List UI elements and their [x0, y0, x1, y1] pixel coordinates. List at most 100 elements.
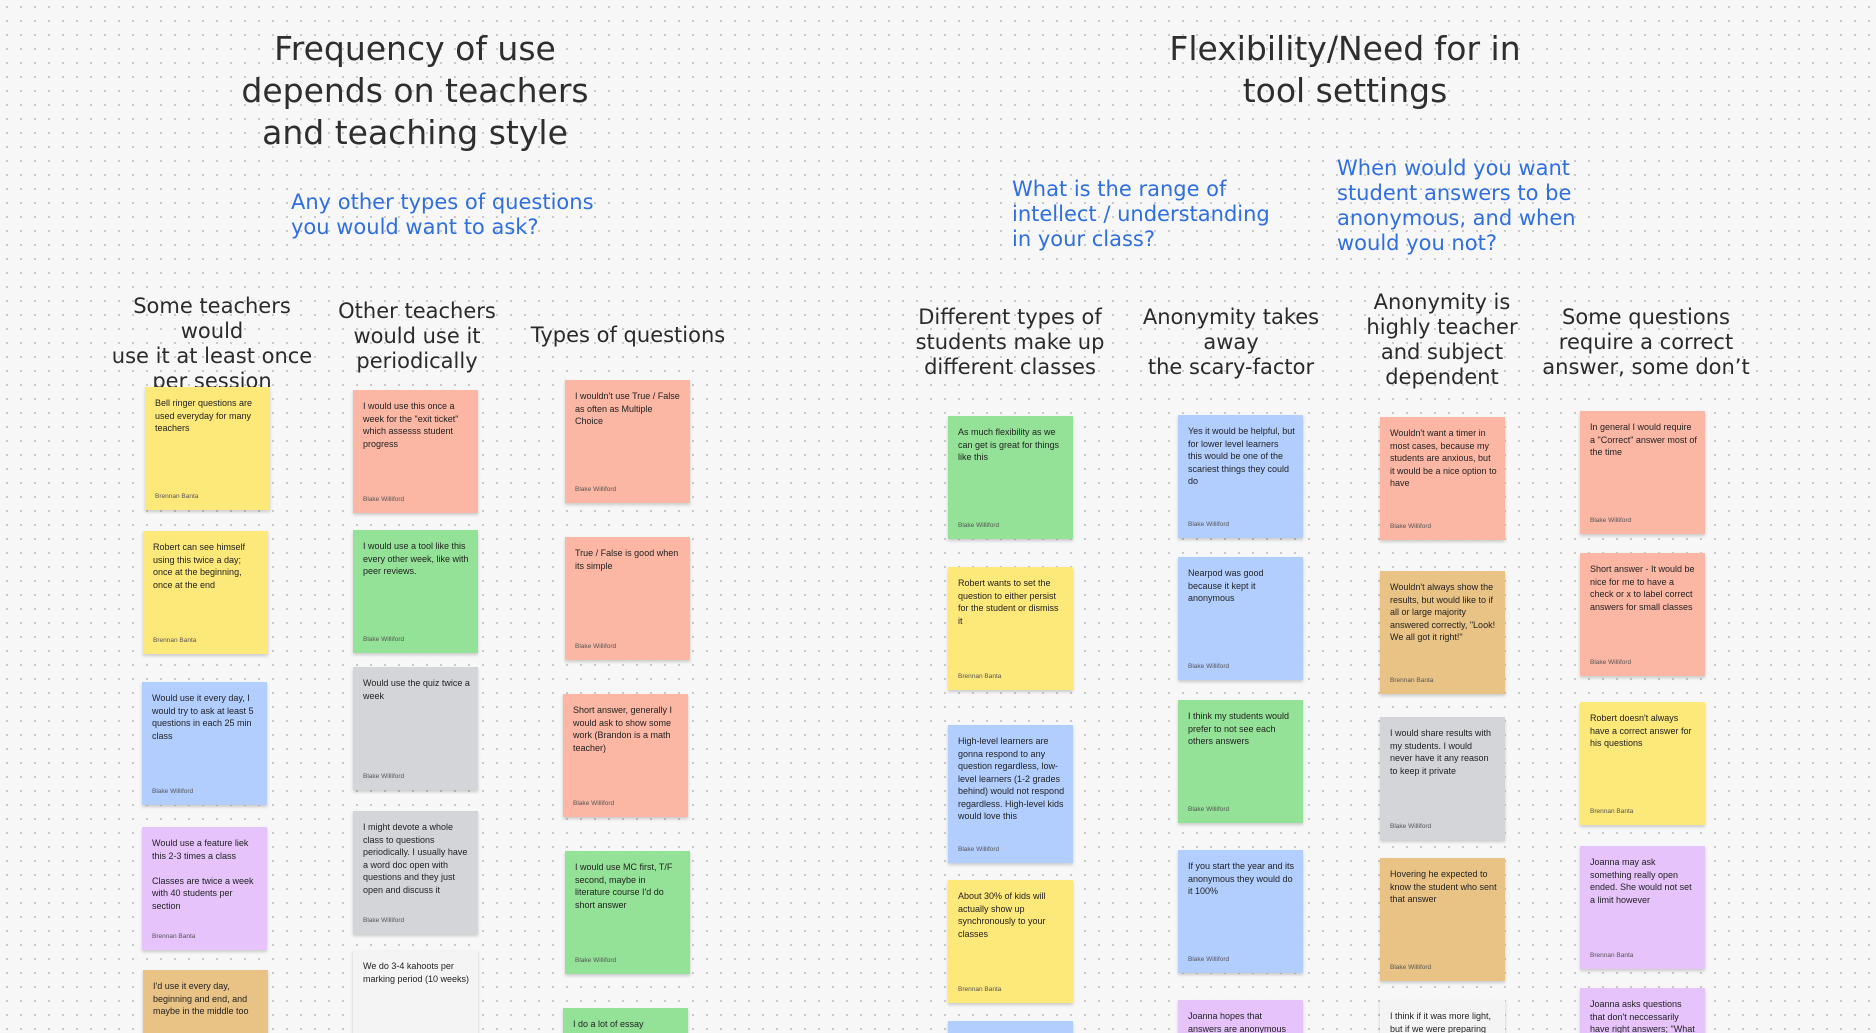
sticky-note-text: I think my students would prefer to not … [1188, 711, 1290, 746]
sticky-note-author: Blake Williford [958, 522, 1000, 529]
sticky-note-author: Blake Williford [1390, 823, 1432, 830]
sticky-note-text: True / False is good when its simple [575, 548, 679, 571]
sticky-note[interactable]: Joanna may ask something really open end… [1580, 846, 1705, 969]
column-title[interactable]: Different types of students make up diff… [915, 305, 1105, 379]
sticky-note-text: Robert can see himself using this twice … [153, 542, 246, 590]
column-title[interactable]: Types of questions [530, 323, 726, 347]
sticky-note[interactable]: I would use this once a week for the "ex… [353, 390, 478, 513]
sticky-note-author: Blake Williford [573, 800, 615, 807]
sticky-note[interactable]: We do 3-4 kahoots per marking period (10… [353, 950, 478, 1033]
sticky-note-author: Blake Williford [363, 773, 405, 780]
sticky-note-text: Bell ringer questions are used everyday … [155, 398, 253, 433]
sticky-note-author: Blake Williford [152, 788, 194, 795]
sticky-note[interactable]: I wouldn't use True / False as often as … [565, 380, 690, 503]
sticky-note-text: High-level learners are gonna respond to… [958, 736, 1065, 821]
sticky-note-text: Wouldn't always show the results, but wo… [1390, 582, 1496, 642]
sticky-note-text: If you start the year and its anonymous … [1188, 861, 1295, 896]
sticky-note[interactable]: I would use MC first, T/F second, maybe … [565, 851, 690, 974]
section-heading-frequency[interactable]: Frequency of use depends on teachers and… [241, 29, 589, 152]
sticky-note-text: In general I would require a "Correct" a… [1590, 422, 1697, 457]
sticky-note-text: Would use the quiz twice a week [363, 678, 470, 701]
sticky-note-author: Blake Williford [363, 917, 405, 924]
sticky-note-author: Blake Williford [1188, 806, 1230, 813]
sticky-note[interactable]: Short answer - It would be nice for me t… [1580, 553, 1705, 676]
sticky-note-text: As much flexibility as we can get is gre… [958, 427, 1060, 462]
sticky-note[interactable]: Robert doesn't always have a correct ans… [1580, 702, 1705, 825]
sticky-note-author: Blake Williford [1188, 521, 1230, 528]
sticky-note[interactable]: Joanna asks questions that don't neccess… [1580, 988, 1705, 1033]
sticky-note-text: Robert doesn't always have a correct ans… [1590, 713, 1692, 748]
sticky-note-text: Short answer, generally I would ask to s… [573, 705, 673, 753]
sticky-note-author: Blake Williford [575, 486, 617, 493]
sticky-note-text: Joanna asks questions that don't neccess… [1590, 999, 1695, 1033]
sticky-note[interactable]: Robert can see himself using this twice … [143, 531, 268, 654]
sticky-note[interactable]: Wouldn't always show the results, but wo… [1380, 571, 1505, 694]
sticky-note[interactable]: Nearpod was good because it kept it anon… [1178, 557, 1303, 680]
sticky-note-author: Blake Williford [363, 636, 405, 643]
section-heading-flexibility[interactable]: Flexibility/Need for in tool settings [1169, 29, 1521, 110]
sticky-note-author: Brennan Banta [958, 673, 1002, 680]
sticky-note[interactable]: Bell ringer questions are used everyday … [145, 387, 270, 510]
sticky-note-author: Blake Williford [363, 496, 405, 503]
sticky-note-text: Nearpod was good because it kept it anon… [1188, 568, 1264, 603]
sticky-note-author: Brennan Banta [153, 637, 197, 644]
sticky-note-text: I would share results with my students. … [1390, 728, 1492, 776]
sticky-note-text: We do 3-4 kahoots per marking period (10… [363, 961, 470, 984]
sticky-note-text: Short answer - It would be nice for me t… [1590, 564, 1695, 612]
sticky-note-text: I would use this once a week for the "ex… [363, 401, 459, 449]
column-title[interactable]: Some teachers would use it at least once… [111, 294, 313, 393]
sticky-note-text: I think if it was more light, but if we … [1390, 1011, 1492, 1033]
sticky-note[interactable]: Would use the quiz twice a week Blake Wi… [353, 667, 478, 790]
sticky-note[interactable]: If you start the year and its anonymous … [1178, 850, 1303, 973]
sticky-note-text: I might devote a whole class to question… [363, 822, 468, 895]
sticky-note-author: Blake Williford [1188, 956, 1230, 963]
sticky-note[interactable]: Robert wants to set the question to eith… [948, 567, 1073, 690]
sticky-note-author: Brennan Banta [1590, 808, 1634, 815]
sticky-note[interactable] [948, 1021, 1073, 1033]
sticky-note-text: About 30% of kids will actually show up … [958, 891, 1046, 939]
sticky-note-author: Blake Williford [575, 957, 617, 964]
sticky-note-author: Blake Williford [1188, 663, 1230, 670]
sticky-note-author: Brennan Banta [958, 986, 1002, 993]
sticky-note[interactable]: Would use a feature liek this 2-3 times … [142, 827, 267, 950]
sticky-note[interactable]: Joanna hopes that answers are anonymous [1178, 1000, 1303, 1033]
sticky-note-author: Blake Williford [1390, 523, 1432, 530]
sticky-note-author: Brennan Banta [1390, 677, 1434, 684]
question-anonymous[interactable]: When would you want student answers to b… [1337, 156, 1576, 255]
sticky-note[interactable]: I think if it was more light, but if we … [1380, 1000, 1505, 1033]
sticky-note[interactable]: High-level learners are gonna respond to… [948, 725, 1073, 863]
sticky-note-author: Brennan Banta [1590, 952, 1634, 959]
sticky-note-author: Blake Williford [1390, 964, 1432, 971]
column-title[interactable]: Anonymity takes away the scary-factor [1142, 305, 1320, 379]
sticky-note[interactable]: In general I would require a "Correct" a… [1580, 411, 1705, 534]
sticky-note[interactable]: Wouldn't want a timer in most cases, bec… [1380, 417, 1505, 540]
sticky-note[interactable]: Short answer, generally I would ask to s… [563, 694, 688, 817]
sticky-note[interactable]: I would use a tool like this every other… [353, 530, 478, 653]
sticky-note[interactable]: True / False is good when its simple Bla… [565, 537, 690, 660]
question-range[interactable]: What is the range of intellect / underst… [1012, 177, 1270, 251]
sticky-note-text: I wouldn't use True / False as often as … [575, 391, 680, 426]
sticky-note-text: Would use it every day, I would try to a… [152, 693, 254, 741]
sticky-note-text: Robert wants to set the question to eith… [958, 578, 1059, 626]
sticky-note[interactable]: About 30% of kids will actually show up … [948, 880, 1073, 1003]
sticky-note[interactable]: Yes it would be helpful, but for lower l… [1178, 415, 1303, 538]
sticky-note-author: Blake Williford [1590, 659, 1632, 666]
sticky-note-text: Joanna hopes that answers are anonymous [1188, 1011, 1287, 1033]
question-other-types[interactable]: Any other types of questions you would w… [291, 190, 594, 239]
sticky-note-text: Joanna may ask something really open end… [1590, 857, 1692, 905]
sticky-note-author: Blake Williford [1590, 517, 1632, 524]
sticky-note[interactable]: I think my students would prefer to not … [1178, 700, 1303, 823]
sticky-note[interactable]: I would share results with my students. … [1380, 717, 1505, 840]
sticky-note-text: I'd use it every day, beginning and end,… [153, 981, 249, 1016]
column-title[interactable]: Anonymity is highly teacher and subject … [1366, 290, 1518, 389]
sticky-note[interactable]: Would use it every day, I would try to a… [142, 682, 267, 805]
sticky-note[interactable]: I'd use it every day, beginning and end,… [143, 970, 268, 1033]
column-title[interactable]: Some questions require a correct answer,… [1542, 305, 1750, 379]
sticky-note-text: I would use a tool like this every other… [363, 541, 469, 576]
sticky-note[interactable]: As much flexibility as we can get is gre… [948, 416, 1073, 539]
column-title[interactable]: Other teachers would use it periodically [338, 299, 496, 373]
sticky-note[interactable]: Hovering he expected to know the student… [1380, 858, 1505, 981]
sticky-note[interactable]: I do a lot of essay [563, 1008, 688, 1033]
sticky-note[interactable]: I might devote a whole class to question… [353, 811, 478, 934]
